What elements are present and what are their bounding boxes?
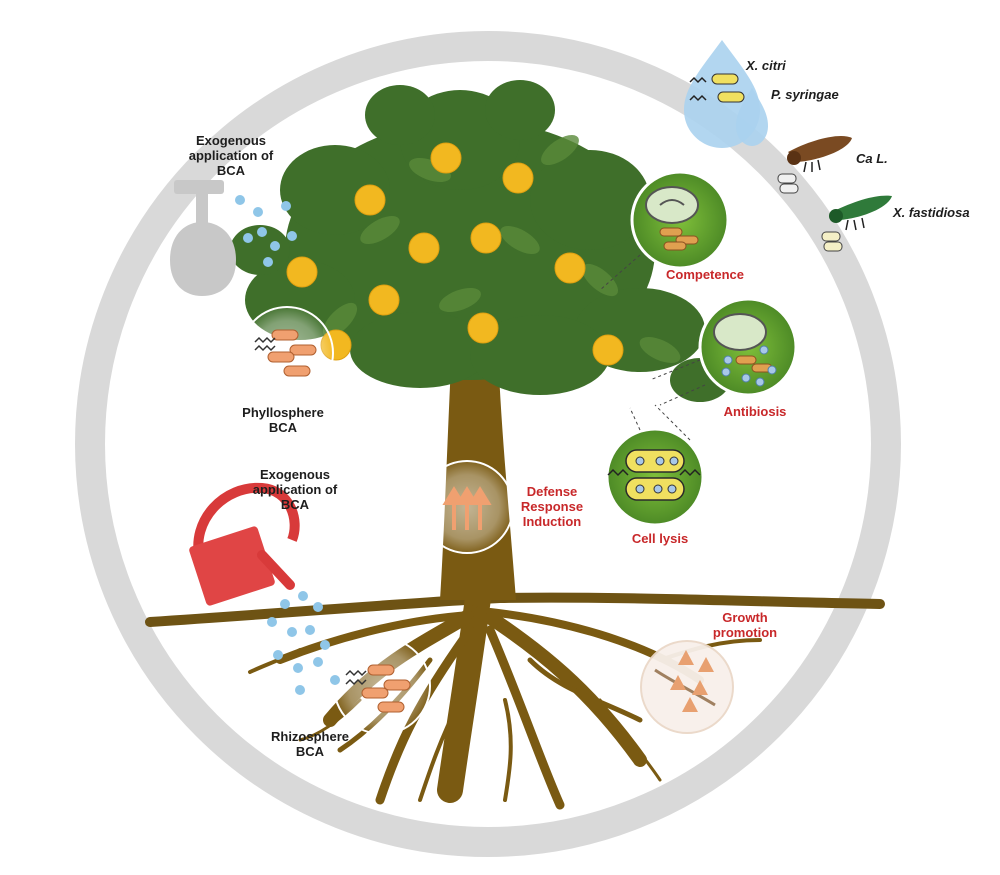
fruit: [470, 222, 502, 254]
droplet-icon: [684, 40, 768, 148]
fruit: [592, 334, 624, 366]
pathogen-ca-l-label: Ca L.: [856, 151, 888, 166]
fruit: [554, 252, 586, 284]
rhizosphere-bca-label: Rhizosphere BCA: [270, 729, 349, 759]
watering-can-icon: [189, 482, 300, 606]
insect-icon: [821, 195, 892, 252]
exogenous-application-mid-label: Exogenous application of BCA: [252, 467, 338, 512]
pathogen-x-citri-label: X. citri: [746, 58, 786, 73]
fruits: [286, 142, 624, 366]
competence-icon: [630, 170, 730, 270]
pathogen-p-syringae-label: P. syringae: [771, 87, 839, 102]
fruit: [502, 162, 534, 194]
rhizosphere-bca-icon: [333, 637, 431, 735]
growth-promotion-icon: [640, 640, 734, 734]
fruit: [430, 142, 462, 174]
phyllosphere-bca-label: Phyllosphere BCA: [242, 405, 324, 435]
fruit: [467, 312, 499, 344]
defense-response-icon: [420, 460, 514, 554]
fruit: [286, 256, 318, 288]
cell-lysis-icon: [605, 427, 705, 527]
antibiosis-label: Antibiosis: [723, 404, 787, 419]
fruit: [354, 184, 386, 216]
growth-promotion-label: Growth promotion: [712, 610, 778, 640]
water-droplets: [267, 591, 340, 695]
fruit: [408, 232, 440, 264]
fruit: [368, 284, 400, 316]
antibiosis-icon: [698, 297, 798, 397]
cell-lysis-label: Cell lysis: [631, 531, 689, 546]
spray-bottle-icon: [170, 180, 236, 296]
spray-droplets: [235, 195, 297, 267]
insect-icon: [777, 135, 852, 194]
outer-ring: [75, 31, 901, 857]
phyllosphere-bca-icon: [240, 306, 334, 400]
competence-label: Competence: [665, 267, 745, 282]
defense-response-label: Defense Response Induction: [520, 484, 584, 529]
root-system: [248, 585, 762, 810]
pathogen-x-fastidiosa-label: X. fastidiosa: [893, 205, 970, 220]
exogenous-application-top-label: Exogenous application of BCA: [188, 133, 274, 178]
